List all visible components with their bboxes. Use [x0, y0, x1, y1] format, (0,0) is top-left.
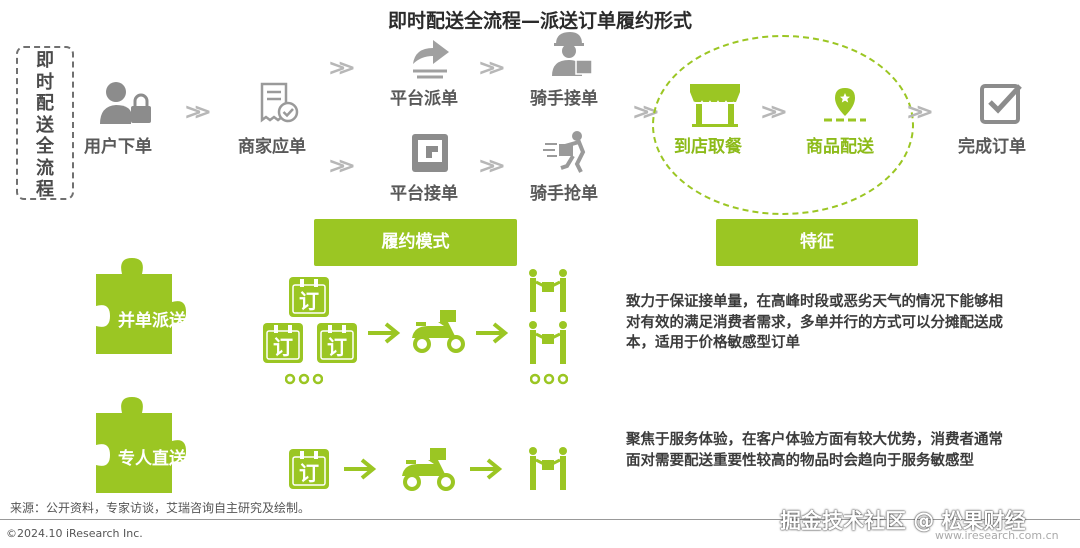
arrow-right-icon — [474, 322, 510, 344]
share-arrow-icon — [405, 34, 455, 80]
step-platform-accept: 平台接单 — [390, 179, 458, 204]
handoff-icon — [526, 268, 570, 314]
running-rider-icon — [543, 130, 595, 174]
diagram-title: 即时配送全流程—派送订单履约形式 — [0, 6, 1080, 33]
step-user-order: 用户下单 — [84, 132, 152, 157]
watermark: 掘金技术社区 @ 松果财经 — [780, 505, 1026, 535]
chevron-right-icon: >> — [632, 102, 651, 124]
process-label-char: 流 — [16, 158, 74, 180]
chevron-right-icon: >> — [184, 102, 203, 124]
step-delivery: 商品配送 — [806, 132, 874, 157]
mode-description: 聚焦于服务体验，在客户体验方面有较大优势，消费者通常面对需要配送重要性较高的物品… — [626, 430, 1008, 471]
svg-text:订: 订 — [299, 461, 319, 485]
mode-description: 致力于保证接单量，在高峰时段或恶劣天气的情况下能够相对有效的满足消费者需求，多单… — [626, 292, 1008, 354]
svg-text:订: 订 — [273, 335, 293, 359]
tablet-hand-icon — [408, 132, 456, 176]
process-label-char: 配 — [16, 93, 74, 115]
chevron-right-icon: >> — [478, 156, 497, 178]
user-lock-icon — [98, 80, 156, 128]
step-merchant-accept: 商家应单 — [238, 132, 306, 157]
chevron-right-icon: >> — [478, 58, 497, 80]
order-icon: 订 — [316, 322, 358, 364]
receipt-check-icon — [256, 80, 300, 126]
map-pin-icon — [822, 86, 868, 128]
order-icon: 订 — [262, 322, 304, 364]
step-pickup: 到店取餐 — [674, 132, 742, 157]
step-complete: 完成订单 — [958, 132, 1026, 157]
svg-text:订: 订 — [327, 335, 347, 359]
handoff-icon — [526, 446, 570, 492]
arrow-right-icon — [468, 458, 504, 480]
svg-text:订: 订 — [299, 289, 319, 313]
chevron-right-icon: >> — [328, 58, 347, 80]
delivery-scooter-icon — [398, 446, 460, 492]
mode-name: 并单派送 — [118, 306, 186, 331]
process-label-char: 程 — [16, 179, 74, 201]
storefront-icon — [688, 82, 742, 128]
process-label-char: 全 — [16, 136, 74, 158]
step-rider-grab: 骑手抢单 — [530, 179, 598, 204]
checkbox-icon — [978, 80, 1026, 126]
step-platform-dispatch: 平台派单 — [390, 84, 458, 109]
arrow-right-icon — [366, 322, 402, 344]
copyright: ©2024.10 iResearch Inc. — [6, 527, 143, 540]
chevron-right-icon: >> — [328, 156, 347, 178]
step-rider-accept: 骑手接单 — [530, 84, 598, 109]
arrow-right-icon — [342, 458, 378, 480]
delivery-scooter-icon — [408, 308, 470, 354]
chevron-right-icon: >> — [906, 102, 925, 124]
process-label-char: 送 — [16, 115, 74, 137]
order-icon: 订 — [288, 448, 330, 490]
process-label-char: 即 — [16, 50, 74, 72]
process-label-char: 时 — [16, 72, 74, 94]
chevron-right-icon: >> — [760, 102, 779, 124]
ellipsis-icon — [530, 373, 568, 385]
process-label: 即时配送全流程 — [16, 50, 74, 201]
source-note: 来源：公开资料，专家访谈，艾瑞咨询自主研究及绘制。 — [10, 499, 310, 516]
order-icon: 订 — [288, 276, 330, 318]
mode-name: 专人直送 — [118, 444, 186, 469]
ellipsis-icon — [285, 373, 323, 385]
handoff-icon — [526, 320, 570, 366]
rider-icon — [548, 30, 594, 78]
header-mode: 履约模式 — [314, 219, 517, 266]
header-feature: 特征 — [716, 219, 918, 266]
